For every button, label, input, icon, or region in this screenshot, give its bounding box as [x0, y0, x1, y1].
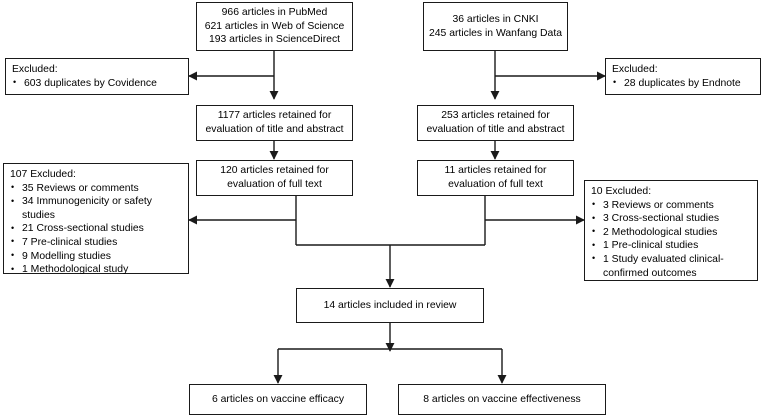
node-retained-fulltext-left: 120 articles retained for evaluation of … [196, 160, 353, 196]
retained-ta-right-line-1: 253 articles retained for [441, 110, 550, 122]
retained-ta-left-line-1: 1177 articles retained for [217, 110, 332, 122]
excluded-duplicates-left-lead: Excluded: [12, 64, 58, 75]
outcome-effectiveness-line-1: 8 articles on vaccine effectiveness [423, 393, 581, 405]
list-item: 1 Methodological study [10, 263, 183, 277]
source-english-line-2: 621 articles in Web of Science [204, 20, 345, 32]
retained-ft-right-line-2: evaluation of full text [448, 179, 543, 190]
excluded-duplicates-right-lead: Excluded: [612, 64, 658, 75]
list-item: 34 Immunogenicity or safety studies [10, 195, 183, 222]
list-item: 21 Cross-sectional studies [10, 222, 183, 236]
excluded-duplicates-right-list: 28 duplicates by Endnote [612, 76, 755, 91]
node-retained-title-abstract-left: 1177 articles retained for evaluation of… [196, 105, 353, 141]
node-excluded-duplicates-right: Excluded: 28 duplicates by Endnote [605, 58, 761, 95]
node-excluded-duplicates-left: Excluded: 603 duplicates by Covidence [5, 58, 189, 95]
node-source-chinese-databases: 36 articles in CNKI 245 articles in Wanf… [423, 2, 568, 51]
list-item: 35 Reviews or comments [10, 181, 183, 196]
list-item: 1 Pre-clinical studies [591, 239, 752, 253]
node-excluded-fulltext-left: 107 Excluded: 35 Reviews or comments 34 … [3, 163, 189, 277]
excluded-fulltext-left-list: 35 Reviews or comments 34 Immunogenicity… [10, 181, 183, 277]
node-retained-title-abstract-right: 253 articles retained for evaluation of … [417, 105, 574, 141]
retained-ft-left-line-2: evaluation of full text [227, 179, 322, 190]
retained-ft-right-line-1: 11 articles retained for [444, 165, 547, 177]
source-chinese-line-1: 36 articles in CNKI [452, 13, 539, 25]
list-item: 1 Study evaluated clinical-confirmed out… [591, 252, 752, 280]
excluded-fulltext-left-lead: 107 Excluded: [10, 169, 76, 180]
node-retained-fulltext-right: 11 articles retained for evaluation of f… [417, 160, 574, 196]
node-outcome-vaccine-effectiveness: 8 articles on vaccine effectiveness [398, 384, 606, 415]
list-item: 3 Cross-sectional studies [591, 212, 752, 226]
outcome-efficacy-line-1: 6 articles on vaccine efficacy [211, 393, 345, 405]
node-outcome-vaccine-efficacy: 6 articles on vaccine efficacy [189, 384, 367, 415]
source-chinese-line-2: 245 articles in Wanfang Data [428, 27, 563, 39]
list-item: 9 Modelling studies [10, 249, 183, 264]
excluded-duplicates-left-list: 603 duplicates by Covidence [12, 76, 183, 91]
source-english-line-3: 193 articles in ScienceDirect [208, 34, 341, 46]
source-english-line-1: 966 articles in PubMed [221, 7, 328, 19]
node-included-in-review: 14 articles included in review [296, 288, 484, 323]
node-source-english-databases: 966 articles in PubMed 621 articles in W… [196, 2, 353, 51]
excluded-fulltext-right-list: 3 Reviews or comments 3 Cross-sectional … [591, 198, 752, 281]
list-item: 3 Reviews or comments [591, 198, 752, 213]
list-item: 7 Pre-clinical studies [10, 235, 183, 250]
list-item: 2 Methodological studies [591, 225, 752, 240]
retained-ta-right-line-2: evaluation of title and abstract [426, 124, 565, 135]
included-review-line-1: 14 articles included in review [323, 299, 457, 311]
node-excluded-fulltext-right: 10 Excluded: 3 Reviews or comments 3 Cro… [584, 180, 758, 281]
list-item: 603 duplicates by Covidence [12, 76, 183, 91]
retained-ta-left-line-2: evaluation of title and abstract [205, 124, 344, 135]
excluded-fulltext-right-lead: 10 Excluded: [591, 186, 652, 197]
list-item: 28 duplicates by Endnote [612, 76, 755, 91]
retained-ft-left-line-1: 120 articles retained for [220, 165, 329, 177]
